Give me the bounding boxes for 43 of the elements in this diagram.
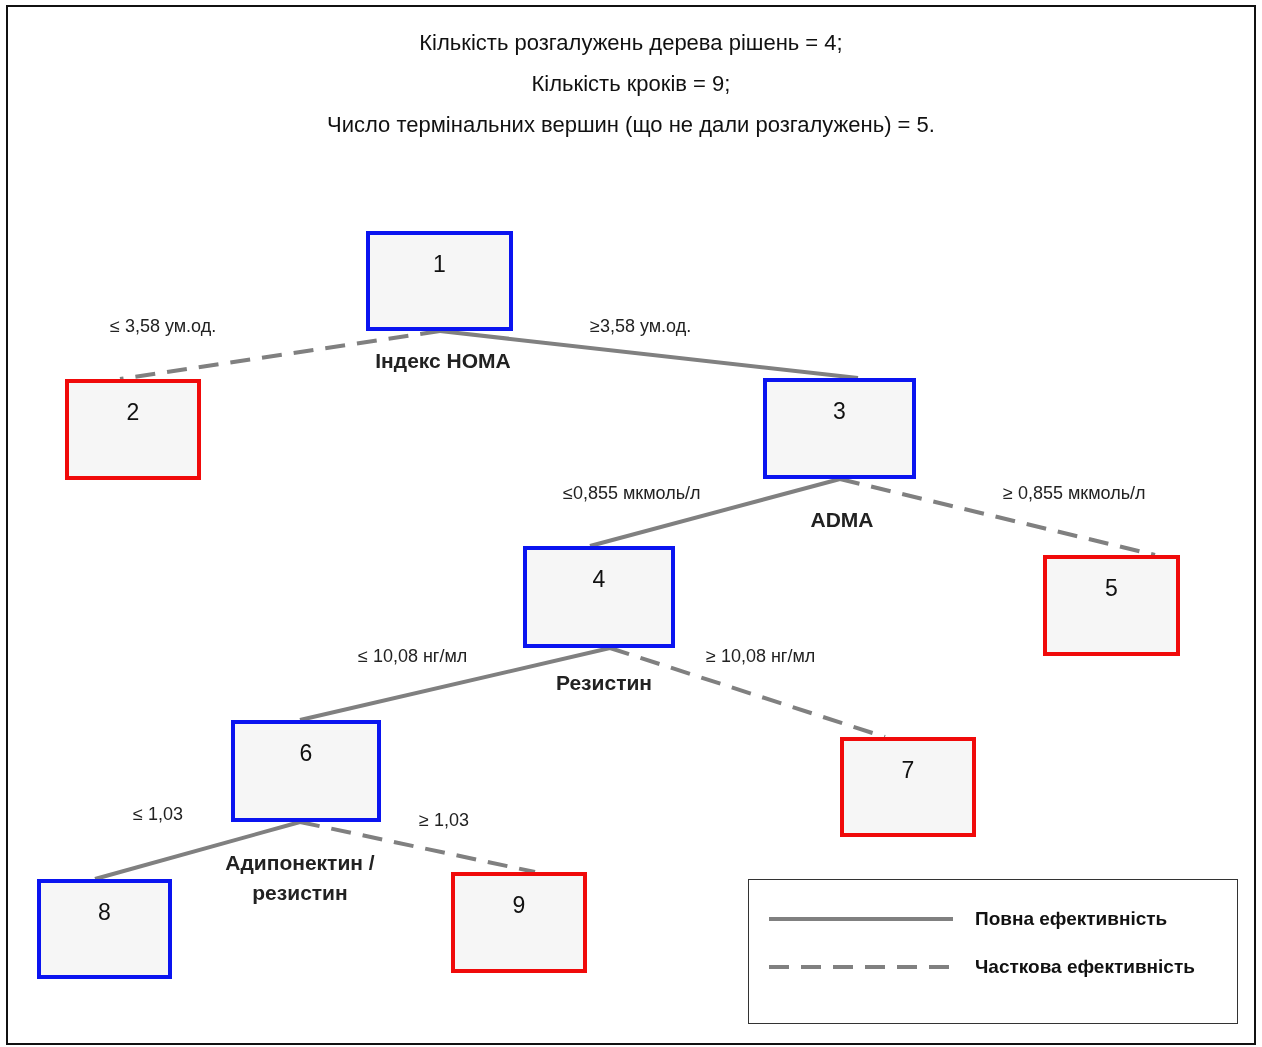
node-box	[840, 737, 976, 837]
branch-line	[589, 477, 841, 548]
dashed-branch-line	[839, 477, 1156, 557]
split-variable-label: Резистин	[554, 670, 654, 696]
branch-line	[439, 329, 859, 380]
edge-label: ≥ 1,03	[419, 810, 469, 831]
summary-note: Число термінальних вершин (що не дали розгалужень) = 5.	[326, 114, 936, 136]
branch-line	[299, 646, 611, 722]
split-variable-label: ADMA	[809, 507, 875, 533]
legend-label: Повна ефективність	[975, 908, 1168, 930]
node-box	[763, 378, 916, 479]
node-number: 1	[433, 253, 446, 276]
summary-note: Кількість розгалужень дерева рішень = 4;	[418, 32, 844, 54]
dashed-branch-line	[609, 646, 886, 739]
node-box	[366, 231, 513, 331]
node-box	[451, 872, 587, 973]
node-number: 3	[833, 400, 846, 423]
edge-label: ≥ 10,08 нг/мл	[706, 646, 816, 667]
node-box	[37, 879, 172, 979]
split-variable-label: Адипонектин / резистин	[224, 850, 376, 907]
edge-label: ≤ 10,08 нг/мл	[358, 646, 468, 667]
legend-label: Часткова ефективність	[975, 956, 1195, 978]
branch-line	[94, 820, 301, 881]
node-number: 7	[901, 759, 915, 782]
summary-note: Кількість кроків = 9;	[530, 73, 732, 95]
edge-label: ≤ 3,58 ум.од.	[110, 316, 217, 337]
node-number: 8	[98, 901, 111, 924]
edge-label: ≤ 1,03	[133, 804, 183, 825]
edge-label: ≥ 0,855 мкмоль/л	[1003, 483, 1146, 504]
node-number: 9	[512, 894, 526, 917]
node-box	[1043, 555, 1180, 656]
dashed-branch-line	[119, 329, 441, 381]
node-number: 4	[592, 568, 606, 591]
node-number: 2	[126, 401, 140, 424]
dashed-branch-line	[299, 820, 536, 874]
edge-label: ≤0,855 мкмоль/л	[563, 483, 701, 504]
node-number: 5	[1105, 577, 1118, 600]
node-box	[523, 546, 675, 648]
node-number: 6	[299, 742, 313, 765]
node-box	[231, 720, 381, 822]
edge-label: ≥3,58 ум.од.	[590, 316, 692, 337]
split-variable-label: Індекс HOMA	[374, 348, 512, 374]
node-box	[65, 379, 201, 480]
